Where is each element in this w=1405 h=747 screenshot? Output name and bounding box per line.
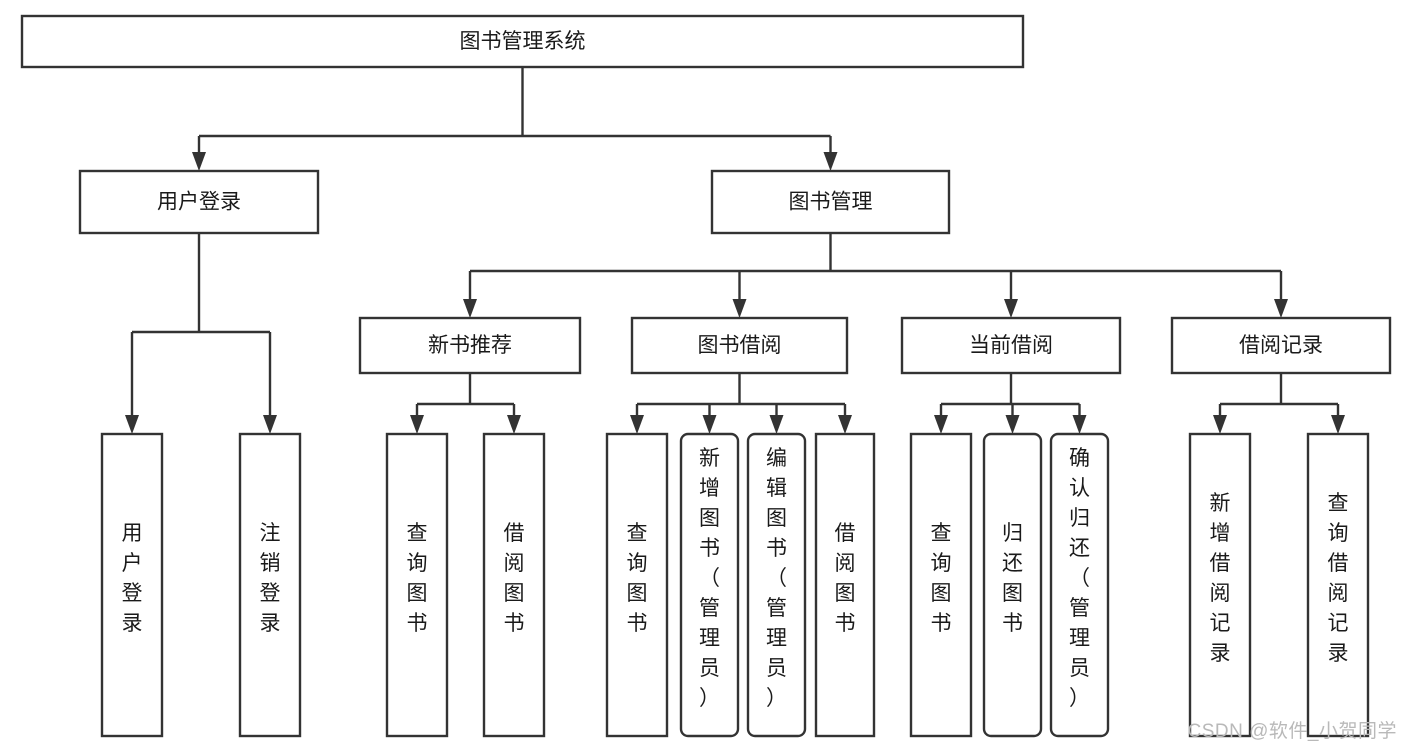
book-management-to-level2-branch-0-arrowhead bbox=[463, 299, 477, 318]
node-rect-leaf-query-book-borrow[interactable] bbox=[605, 432, 669, 738]
book-borrow-to-leaves-branch-0-arrowhead bbox=[630, 415, 644, 434]
node-leaf-borrow-book[interactable]: 借阅图书 bbox=[814, 432, 876, 738]
node-user-login[interactable]: 用户登录 bbox=[78, 169, 320, 235]
node-rect-leaf-query-book-rec[interactable] bbox=[385, 432, 449, 738]
node-label-leaf-query-book-rec: 查询图书 bbox=[407, 522, 428, 635]
csdn-watermark: CSDN @软件_小贺同学 bbox=[1187, 721, 1397, 742]
root-to-level1-branch-1-arrowhead bbox=[823, 152, 838, 171]
node-rect-leaf-borrow-book-rec[interactable] bbox=[482, 432, 546, 738]
new-book-recommend-to-leaves-branch-0-arrowhead bbox=[410, 415, 424, 434]
node-label-leaf-query-book-borrow: 查询图书 bbox=[627, 522, 648, 635]
node-label-root: 图书管理系统 bbox=[460, 30, 586, 53]
node-label-leaf-query-book-cur: 查询图书 bbox=[931, 522, 952, 635]
node-rect-leaf-add-borrow-record[interactable] bbox=[1188, 432, 1252, 738]
node-rect-book-management[interactable] bbox=[710, 169, 951, 235]
book-borrow-to-leaves-branch-1-arrowhead bbox=[702, 415, 717, 434]
node-label-leaf-add-borrow-record: 新增借阅记录 bbox=[1210, 492, 1231, 665]
node-label-user-login: 用户登录 bbox=[157, 191, 241, 214]
book-management-to-level2-branch-2-arrowhead bbox=[1004, 299, 1018, 318]
node-label-borrow-records: 借阅记录 bbox=[1239, 334, 1323, 357]
node-label-leaf-user-login: 用户登录 bbox=[122, 522, 143, 635]
node-rect-leaf-confirm-return-admin[interactable] bbox=[1049, 432, 1110, 738]
node-book-borrow[interactable]: 图书借阅 bbox=[630, 316, 849, 375]
nodes-layer: 图书管理系统用户登录图书管理新书推荐图书借阅当前借阅借阅记录用户登录注销登录查询… bbox=[20, 14, 1392, 738]
node-label-leaf-edit-book-admin: 编辑图书（管理员） bbox=[766, 447, 787, 710]
node-leaf-query-book-rec[interactable]: 查询图书 bbox=[385, 432, 449, 738]
new-book-recommend-to-leaves-branch-1-arrowhead bbox=[507, 415, 521, 434]
node-rect-root[interactable] bbox=[20, 14, 1025, 69]
node-leaf-edit-book-admin[interactable]: 编辑图书（管理员） bbox=[746, 432, 807, 738]
node-rect-borrow-records[interactable] bbox=[1170, 316, 1392, 375]
node-rect-user-login[interactable] bbox=[78, 169, 320, 235]
node-label-leaf-return-book: 归还图书 bbox=[1002, 522, 1023, 635]
node-leaf-borrow-book-rec[interactable]: 借阅图书 bbox=[482, 432, 546, 738]
node-leaf-query-book-borrow[interactable]: 查询图书 bbox=[605, 432, 669, 738]
node-leaf-query-book-cur[interactable]: 查询图书 bbox=[909, 432, 973, 738]
node-root[interactable]: 图书管理系统 bbox=[20, 14, 1025, 69]
node-book-management[interactable]: 图书管理 bbox=[710, 169, 951, 235]
node-leaf-add-borrow-record[interactable]: 新增借阅记录 bbox=[1188, 432, 1252, 738]
node-rect-leaf-return-book[interactable] bbox=[982, 432, 1043, 738]
node-rect-leaf-edit-book-admin[interactable] bbox=[746, 432, 807, 738]
node-rect-new-book-recommend[interactable] bbox=[358, 316, 582, 375]
book-borrow-to-leaves-branch-3-arrowhead bbox=[838, 415, 852, 434]
user-login-to-leaves-branch-0-arrowhead bbox=[125, 415, 139, 434]
connectors-layer bbox=[125, 67, 1345, 434]
node-rect-leaf-query-book-cur[interactable] bbox=[909, 432, 973, 738]
book-management-to-level2-branch-1-arrowhead bbox=[732, 299, 747, 318]
node-label-leaf-add-book-admin: 新增图书（管理员） bbox=[699, 447, 720, 710]
node-label-leaf-query-borrow-record: 查询借阅记录 bbox=[1328, 492, 1349, 665]
node-label-new-book-recommend: 新书推荐 bbox=[428, 334, 512, 357]
node-label-leaf-logout-login: 注销登录 bbox=[260, 522, 281, 635]
node-leaf-confirm-return-admin[interactable]: 确认归还（管理员） bbox=[1049, 432, 1110, 738]
node-rect-leaf-user-login[interactable] bbox=[100, 432, 164, 738]
node-leaf-logout-login[interactable]: 注销登录 bbox=[238, 432, 302, 738]
node-leaf-user-login[interactable]: 用户登录 bbox=[100, 432, 164, 738]
current-borrow-to-leaves-branch-2-arrowhead bbox=[1072, 415, 1087, 434]
borrow-records-to-leaves-branch-1-arrowhead bbox=[1331, 415, 1345, 434]
root-to-level1-branch-0-arrowhead bbox=[192, 152, 206, 171]
node-rect-leaf-query-borrow-record[interactable] bbox=[1306, 432, 1370, 738]
node-label-leaf-confirm-return-admin: 确认归还（管理员） bbox=[1069, 447, 1090, 710]
user-login-to-leaves-branch-1-arrowhead bbox=[263, 415, 277, 434]
current-borrow-to-leaves-branch-1-arrowhead bbox=[1005, 415, 1020, 434]
node-leaf-return-book[interactable]: 归还图书 bbox=[982, 432, 1043, 738]
book-borrow-to-leaves-branch-2-arrowhead bbox=[769, 415, 784, 434]
node-rect-leaf-logout-login[interactable] bbox=[238, 432, 302, 738]
node-label-leaf-borrow-book: 借阅图书 bbox=[835, 522, 856, 635]
node-new-book-recommend[interactable]: 新书推荐 bbox=[358, 316, 582, 375]
borrow-records-to-leaves-branch-0-arrowhead bbox=[1213, 415, 1227, 434]
node-rect-leaf-add-book-admin[interactable] bbox=[679, 432, 740, 738]
node-borrow-records[interactable]: 借阅记录 bbox=[1170, 316, 1392, 375]
node-rect-book-borrow[interactable] bbox=[630, 316, 849, 375]
node-label-current-borrow: 当前借阅 bbox=[969, 334, 1053, 357]
node-label-book-borrow: 图书借阅 bbox=[698, 334, 782, 357]
node-current-borrow[interactable]: 当前借阅 bbox=[900, 316, 1122, 375]
node-leaf-add-book-admin[interactable]: 新增图书（管理员） bbox=[679, 432, 740, 738]
node-label-book-management: 图书管理 bbox=[789, 191, 873, 214]
book-management-to-level2-branch-3-arrowhead bbox=[1274, 299, 1288, 318]
node-leaf-query-borrow-record[interactable]: 查询借阅记录 bbox=[1306, 432, 1370, 738]
current-borrow-to-leaves-branch-0-arrowhead bbox=[934, 415, 948, 434]
node-rect-current-borrow[interactable] bbox=[900, 316, 1122, 375]
node-rect-leaf-borrow-book[interactable] bbox=[814, 432, 876, 738]
node-label-leaf-borrow-book-rec: 借阅图书 bbox=[504, 522, 525, 635]
